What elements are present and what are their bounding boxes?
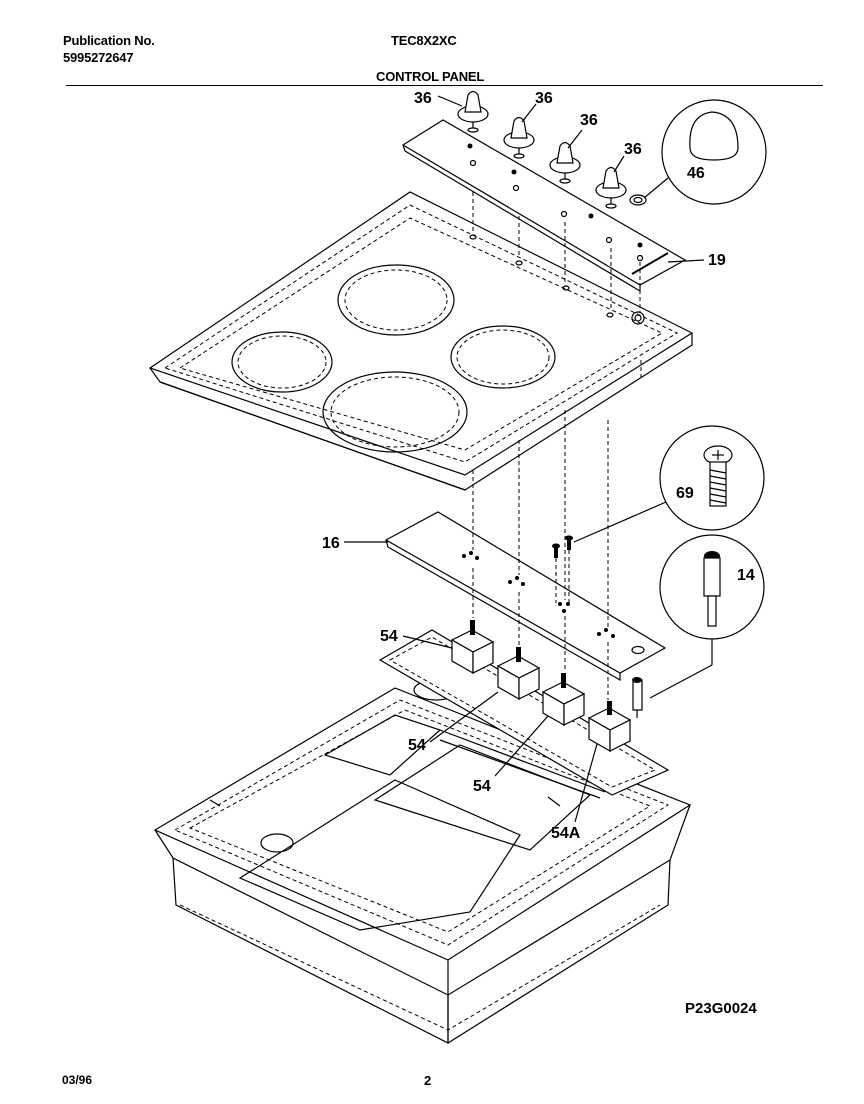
bracket-screws <box>552 535 573 558</box>
callout-switch-3: 54 <box>473 778 491 795</box>
callout-knob-cap: 46 <box>687 165 705 182</box>
callout-knob-2: 36 <box>535 90 553 107</box>
callout-screw: 69 <box>676 485 694 502</box>
callout-switch-1: 54 <box>380 628 398 645</box>
publication-date: 03/96 <box>62 1073 93 1087</box>
section-title: CONTROL PANEL <box>376 69 485 84</box>
knob-1 <box>457 90 489 133</box>
drawing-code: P23G0024 <box>685 1000 757 1017</box>
detail-circle-knob-cap <box>643 99 767 205</box>
leader-lines <box>344 95 705 823</box>
callout-control-panel: 19 <box>708 252 726 269</box>
knob-2 <box>503 116 535 159</box>
publication-number: 5995272647 <box>63 50 134 65</box>
callout-knob-1: 36 <box>414 90 432 107</box>
page-number: 2 <box>424 1073 432 1088</box>
burner-front-right <box>322 371 468 453</box>
burner-front-left <box>231 331 333 393</box>
model-number: TEC8X2XC <box>391 33 457 48</box>
bracket-hole-pattern <box>462 551 645 655</box>
indicator-light <box>632 677 643 718</box>
cooktop-top <box>148 191 694 491</box>
alignment-lines <box>472 192 642 700</box>
callout-knob-3: 36 <box>580 112 598 129</box>
callout-switch-4: 54A <box>551 825 581 842</box>
callout-bracket: 16 <box>322 535 340 552</box>
knob-3 <box>549 141 581 184</box>
detail-circle-indicator <box>649 534 765 699</box>
burner-rear-left <box>337 264 455 336</box>
detail-circle-screw <box>573 425 765 543</box>
knob-4 <box>595 166 627 209</box>
burner-rear-right <box>450 325 556 389</box>
callout-indicator: 14 <box>737 567 755 584</box>
header-rule <box>66 85 823 86</box>
switch-3 <box>541 673 586 727</box>
switch-4 <box>587 701 632 753</box>
switch-1 <box>450 620 495 675</box>
switch-2 <box>496 647 541 701</box>
knob-washer <box>629 194 647 206</box>
switch-bracket <box>384 511 667 682</box>
publication-label: Publication No. <box>63 33 155 48</box>
callout-knob-4: 36 <box>624 141 642 158</box>
switch-tray <box>378 629 670 799</box>
callout-switch-2: 54 <box>408 737 426 754</box>
